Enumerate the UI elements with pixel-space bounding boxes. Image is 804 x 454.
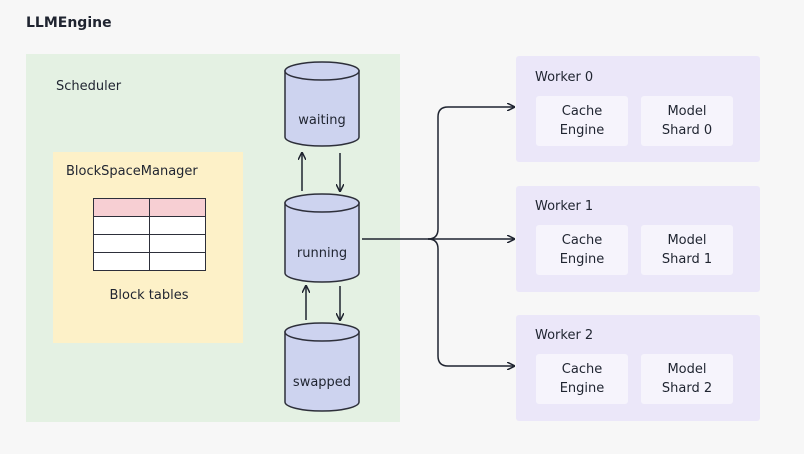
worker-1-model-shard: Model Shard 1 bbox=[641, 225, 733, 275]
block-table-cell bbox=[149, 234, 206, 253]
block-table-cell bbox=[149, 252, 206, 271]
block-table-cell bbox=[93, 252, 150, 271]
worker-2-cache-engine: Cache Engine bbox=[536, 354, 628, 404]
block-table-cell bbox=[93, 234, 150, 253]
swapped-queue-cylinder bbox=[284, 322, 360, 412]
worker-2-model-shard: Model Shard 2 bbox=[641, 354, 733, 404]
worker-0-model-shard: Model Shard 0 bbox=[641, 96, 733, 146]
block-table bbox=[93, 198, 206, 271]
block-table-row bbox=[93, 234, 206, 253]
running-label: running bbox=[296, 246, 348, 261]
block-space-manager-label: BlockSpaceManager bbox=[66, 164, 198, 179]
worker-1-label: Worker 1 bbox=[535, 199, 594, 214]
running-to-workers-connector bbox=[362, 106, 449, 367]
waiting-queue-cylinder bbox=[284, 61, 360, 147]
block-table-row bbox=[93, 252, 206, 271]
block-table-cell bbox=[149, 216, 206, 235]
block-tables-label: Block tables bbox=[109, 288, 189, 303]
running-queue-cylinder bbox=[284, 193, 360, 283]
worker-1-cache-engine: Cache Engine bbox=[536, 225, 628, 275]
worker-0-cache-engine: Cache Engine bbox=[536, 96, 628, 146]
worker-0-label: Worker 0 bbox=[535, 70, 594, 85]
scheduler-label: Scheduler bbox=[56, 79, 122, 94]
engine-title: LLMEngine bbox=[26, 15, 112, 31]
swapped-label: swapped bbox=[292, 375, 352, 390]
worker-2-label: Worker 2 bbox=[535, 328, 594, 343]
waiting-label: waiting bbox=[298, 113, 346, 128]
